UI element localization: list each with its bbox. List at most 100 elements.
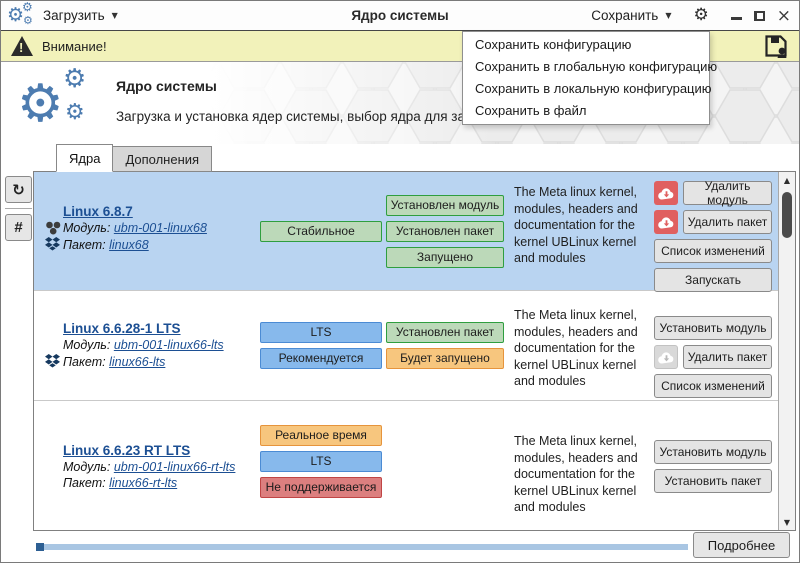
progress-track [36, 544, 688, 550]
tab-addons[interactable]: Дополнения [113, 146, 213, 172]
menu-item-save-local-config[interactable]: Сохранить в локальную конфигурацию [475, 81, 712, 96]
module-label: Модуль: [63, 460, 111, 474]
status-badge: Стабильное [260, 220, 382, 242]
menu-item-save-global-config[interactable]: Сохранить в глобальную конфигурацию [475, 59, 718, 74]
save-menu-label: Сохранить [591, 8, 659, 23]
kernel-list-panel: Linux 6.8.7 Модуль: ubm-001-linux68 Паке… [33, 171, 796, 531]
save-config-icon[interactable] [763, 33, 789, 59]
status-badge: Запущено [386, 246, 504, 268]
changelog-button[interactable]: Список изменений [654, 239, 772, 263]
package-link[interactable]: linux68 [109, 237, 149, 252]
maximize-button[interactable] [753, 10, 765, 21]
kernel-info: Linux 6.8.7 Модуль: ubm-001-linux68 Паке… [34, 172, 260, 290]
scroll-up-arrow[interactable]: ▲ [783, 175, 791, 185]
tab-bar: Ядра Дополнения [56, 144, 213, 172]
close-button[interactable]: × [776, 5, 791, 26]
status-badge: Установлен пакет [386, 322, 504, 343]
package-label: Пакет: [63, 237, 106, 252]
boot-default-button[interactable]: Запускать [654, 268, 772, 292]
kernel-name-link[interactable]: Linux 6.6.28-1 LTS [63, 321, 181, 336]
status-badge: Установлен модуль [386, 194, 504, 216]
module-icon [42, 221, 63, 235]
status-badge: Реальное время [260, 425, 382, 446]
refresh-button[interactable]: ↻ [5, 176, 32, 203]
chevron-down-icon: ▼ [665, 11, 672, 20]
load-menu-button[interactable]: Загрузить ▼ [35, 4, 126, 27]
badge-column-1: Реальное время LTS Не поддерживается [260, 401, 382, 522]
badge-column-2 [386, 401, 504, 522]
scroll-down-arrow[interactable]: ▼ [783, 517, 791, 527]
menu-item-save-to-file[interactable]: Сохранить в файл [475, 103, 587, 118]
cloud-download-icon[interactable] [654, 210, 678, 234]
refresh-icon: ↻ [12, 180, 25, 199]
badge-column-1: Стабильное [260, 172, 382, 290]
progress-indicator [36, 543, 44, 551]
badge-column-2: Установлен модуль Установлен пакет Запущ… [386, 172, 504, 290]
menu-item-save-config[interactable]: Сохранить конфигурацию [475, 37, 632, 52]
kernel-row-linux-6623-rt-lts[interactable]: Linux 6.6.23 RT LTS Модуль: ubm-001-linu… [34, 400, 778, 522]
badge-column-2: Установлен пакет Будет запущено [386, 291, 504, 400]
package-label: Пакет: [63, 476, 106, 490]
details-button[interactable]: Подробнее [693, 532, 790, 558]
kernel-row-linux-6628-lts[interactable]: Linux 6.6.28-1 LTS Модуль: ubm-001-linux… [34, 290, 778, 400]
app-gears-icon: ⚙⚙⚙ [7, 0, 33, 27]
install-package-button[interactable]: Установить пакет [654, 469, 772, 493]
status-badge: Рекомендуется [260, 348, 382, 369]
status-badge: Не поддерживается [260, 477, 382, 498]
module-link[interactable]: ubm-001-linux68 [113, 221, 207, 235]
hash-button[interactable]: # [5, 214, 32, 241]
kernel-info: Linux 6.6.28-1 LTS Модуль: ubm-001-linux… [34, 291, 260, 400]
action-column: Установить модуль Установить пакет [654, 401, 778, 522]
kernel-description: The Meta linux kernel, modules, headers … [514, 308, 638, 388]
action-column: Удалить модуль Удалить пакет Список изме… [654, 172, 778, 292]
package-label: Пакет: [63, 354, 106, 369]
vertical-scrollbar[interactable]: ▲ ▼ [778, 172, 795, 530]
module-link[interactable]: ubm-001-linux66-rt-lts [113, 460, 236, 474]
package-icon [42, 237, 63, 252]
chevron-down-icon: ▼ [111, 11, 118, 20]
kernel-gears-icon: ⚙⚙⚙ [17, 64, 87, 134]
package-link[interactable]: linux66-lts [109, 354, 166, 369]
remove-module-button[interactable]: Удалить модуль [683, 179, 772, 207]
tab-kernels[interactable]: Ядра [56, 144, 114, 172]
status-badge: LTS [260, 451, 382, 472]
install-module-button[interactable]: Установить модуль [654, 440, 772, 464]
status-bar: Подробнее [1, 532, 799, 562]
page-title: Ядро системы [116, 78, 217, 94]
top-toolbar: ⚙⚙⚙ Загрузить ▼ Ядро системы Сохранить ▼… [1, 1, 799, 31]
progress-bar [36, 543, 688, 551]
module-label: Модуль: [63, 338, 111, 352]
badge-column-1: LTS Рекомендуется [260, 291, 382, 400]
package-link[interactable]: linux66-rt-lts [109, 476, 178, 490]
warning-label: Внимание! [42, 38, 107, 54]
status-badge: Будет запущено [386, 348, 504, 369]
action-column: Установить модуль Удалить пакет Список и… [654, 291, 778, 400]
module-link[interactable]: ubm-001-linux66-lts [113, 338, 224, 352]
remove-package-button[interactable]: Удалить пакет [683, 210, 772, 234]
install-module-button[interactable]: Установить модуль [654, 316, 772, 340]
kernel-info: Linux 6.6.23 RT LTS Модуль: ubm-001-linu… [34, 401, 260, 522]
settings-gear-icon[interactable]: ⚙ [693, 5, 709, 25]
status-badge: LTS [260, 322, 382, 343]
side-toolbar: ↻ # [5, 176, 32, 241]
package-icon [42, 354, 63, 369]
kernel-row-linux-687[interactable]: Linux 6.8.7 Модуль: ubm-001-linux68 Паке… [34, 172, 778, 292]
toolbar-separator [5, 208, 32, 209]
cloud-download-icon-disabled[interactable] [654, 345, 678, 369]
changelog-button[interactable]: Список изменений [654, 374, 772, 398]
save-dropdown-menu: Сохранить конфигурацию Сохранить в глоба… [462, 31, 718, 125]
warning-icon [11, 36, 33, 56]
hash-icon: # [14, 219, 23, 236]
scrollbar-thumb[interactable] [782, 192, 792, 238]
save-menu-button[interactable]: Сохранить ▼ [583, 4, 679, 27]
kernel-description: The Meta linux kernel, modules, headers … [514, 434, 638, 514]
load-menu-label: Загрузить [43, 8, 105, 23]
kernel-name-link[interactable]: Linux 6.6.23 RT LTS [63, 443, 191, 458]
module-label: Модуль: [63, 221, 111, 235]
cloud-download-icon[interactable] [654, 181, 678, 205]
remove-package-button[interactable]: Удалить пакет [683, 345, 772, 369]
kernel-description: The Meta linux kernel, modules, headers … [514, 185, 638, 265]
minimize-button[interactable] [730, 17, 742, 20]
status-badge: Установлен пакет [386, 220, 504, 242]
kernel-name-link[interactable]: Linux 6.8.7 [63, 204, 133, 219]
